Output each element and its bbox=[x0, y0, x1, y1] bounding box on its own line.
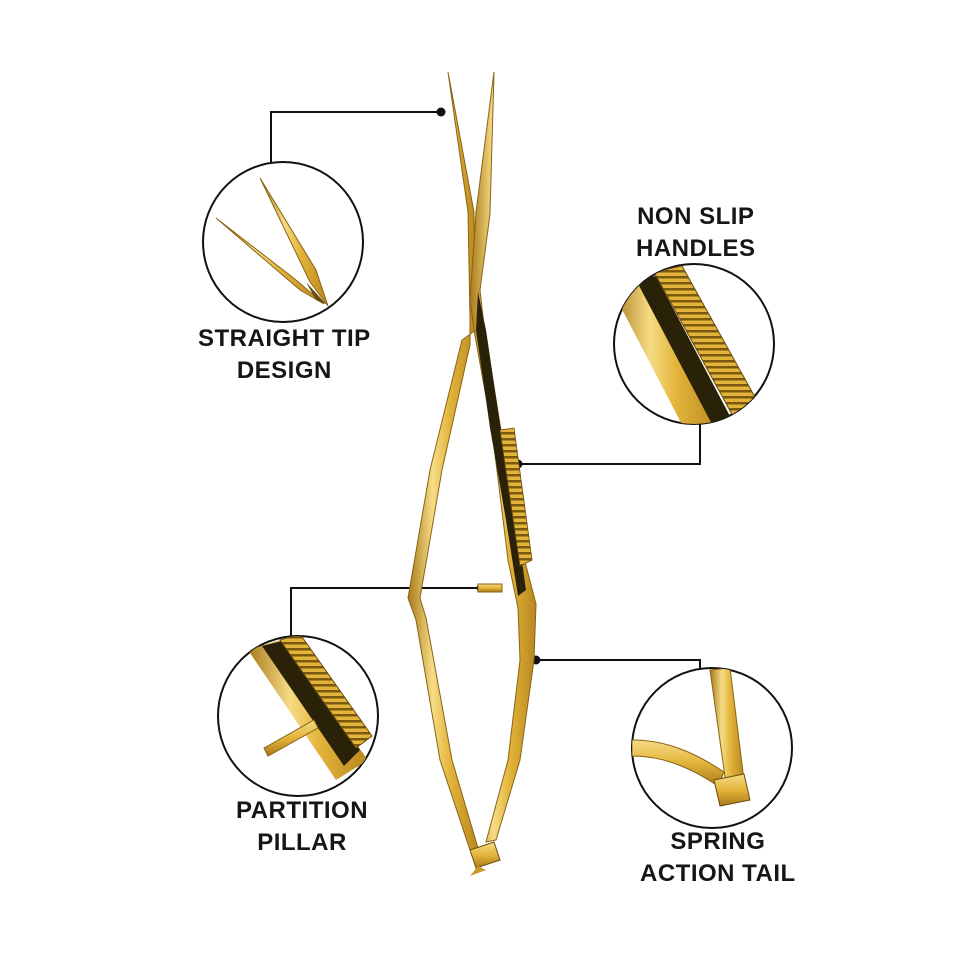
scissors-main-icon bbox=[407, 71, 537, 876]
label-non-slip-line2: HANDLES bbox=[636, 235, 756, 262]
pillar bbox=[477, 583, 503, 593]
label-straight-tip: STRAIGHT TIP DESIGN bbox=[198, 323, 371, 387]
spring-tail-tip bbox=[470, 866, 486, 876]
callout-circle-spring bbox=[631, 667, 793, 829]
connector-non-slip bbox=[520, 424, 701, 465]
label-straight-tip-line1: STRAIGHT TIP bbox=[198, 325, 371, 352]
label-partition-line2: PILLAR bbox=[257, 829, 347, 856]
connector-partition bbox=[290, 587, 480, 636]
grip-ridges bbox=[499, 427, 533, 567]
label-partition-line1: PARTITION bbox=[236, 797, 369, 824]
label-straight-tip-line2: DESIGN bbox=[236, 357, 332, 384]
dot-tip bbox=[436, 107, 446, 117]
label-spring: SPRING ACTION TAIL bbox=[640, 826, 796, 890]
label-spring-line1: SPRING bbox=[670, 828, 766, 855]
label-non-slip: NON SLIP HANDLES bbox=[636, 201, 756, 265]
callout-circle-partition bbox=[217, 635, 379, 797]
label-partition: PARTITION PILLAR bbox=[236, 795, 368, 859]
left-arm bbox=[407, 71, 479, 851]
callout-circle-non-slip bbox=[613, 263, 775, 425]
label-spring-line2: ACTION TAIL bbox=[640, 860, 796, 887]
connector-straight-tip bbox=[270, 111, 440, 162]
callout-circle-straight-tip bbox=[202, 161, 364, 323]
connector-spring bbox=[536, 659, 701, 668]
label-non-slip-line1: NON SLIP bbox=[637, 203, 755, 230]
spring-tail bbox=[469, 841, 501, 869]
